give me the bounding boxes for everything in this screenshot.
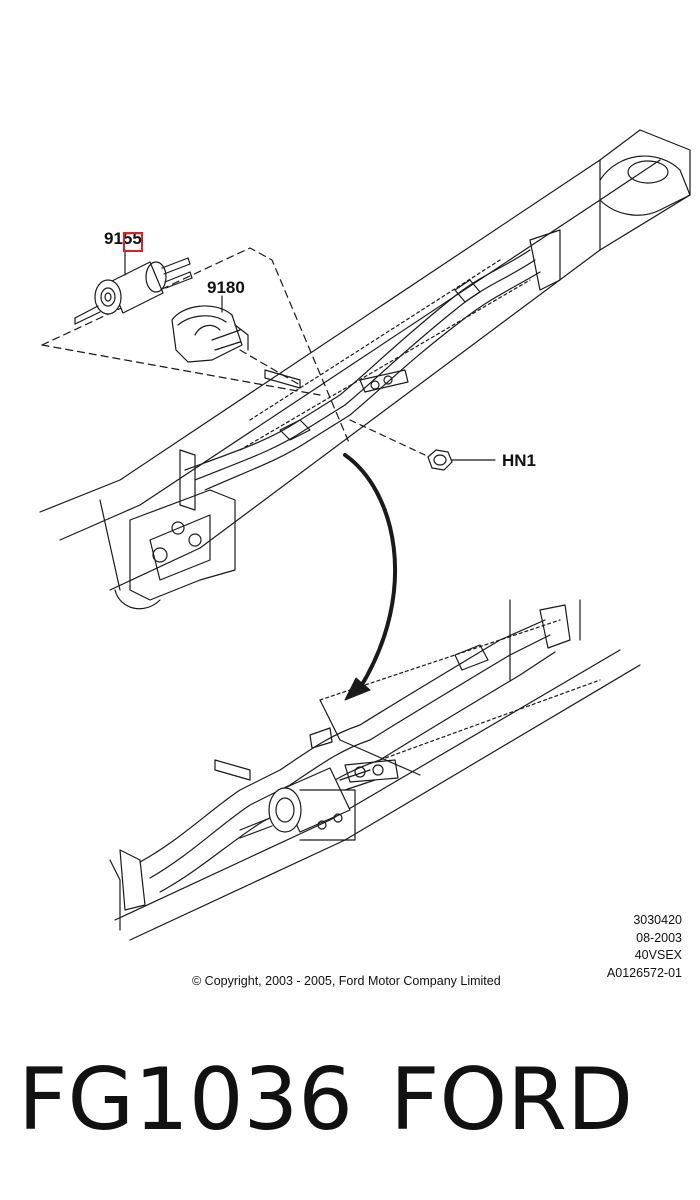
fuel-lines-lower bbox=[119, 604, 571, 911]
frame-mount-bracket bbox=[114, 489, 236, 610]
brand-label: FORD bbox=[390, 1050, 634, 1150]
fuel-lines-upper bbox=[179, 229, 561, 511]
hex-nut-hn1 bbox=[349, 419, 496, 471]
part-number-label: FG1036 bbox=[18, 1050, 353, 1150]
frame-rail-lower bbox=[109, 599, 641, 941]
drawing-metadata: 3030420 08-2003 40VSEX A0126572-01 bbox=[607, 912, 682, 982]
meta-line-4: A0126572-01 bbox=[606, 965, 682, 980]
highlight-marker bbox=[123, 232, 143, 252]
copyright-notice: © Copyright, 2003 - 2005, Ford Motor Com… bbox=[192, 974, 501, 988]
meta-line-1: 3030420 bbox=[633, 913, 682, 927]
meta-line-2: 08-2003 bbox=[636, 930, 682, 945]
callout-9180: 9180 bbox=[207, 278, 245, 297]
meta-line-3: 40VSEX bbox=[634, 948, 682, 962]
fuel-filter-installed bbox=[239, 767, 376, 841]
diagram-illustration bbox=[39, 129, 691, 941]
callout-hn1: HN1 bbox=[502, 451, 537, 470]
transition-arrow bbox=[343, 453, 398, 701]
frame-rail-upper bbox=[39, 129, 691, 591]
fuel-filter-9155 bbox=[74, 249, 193, 325]
filter-bracket-9180 bbox=[171, 295, 249, 363]
